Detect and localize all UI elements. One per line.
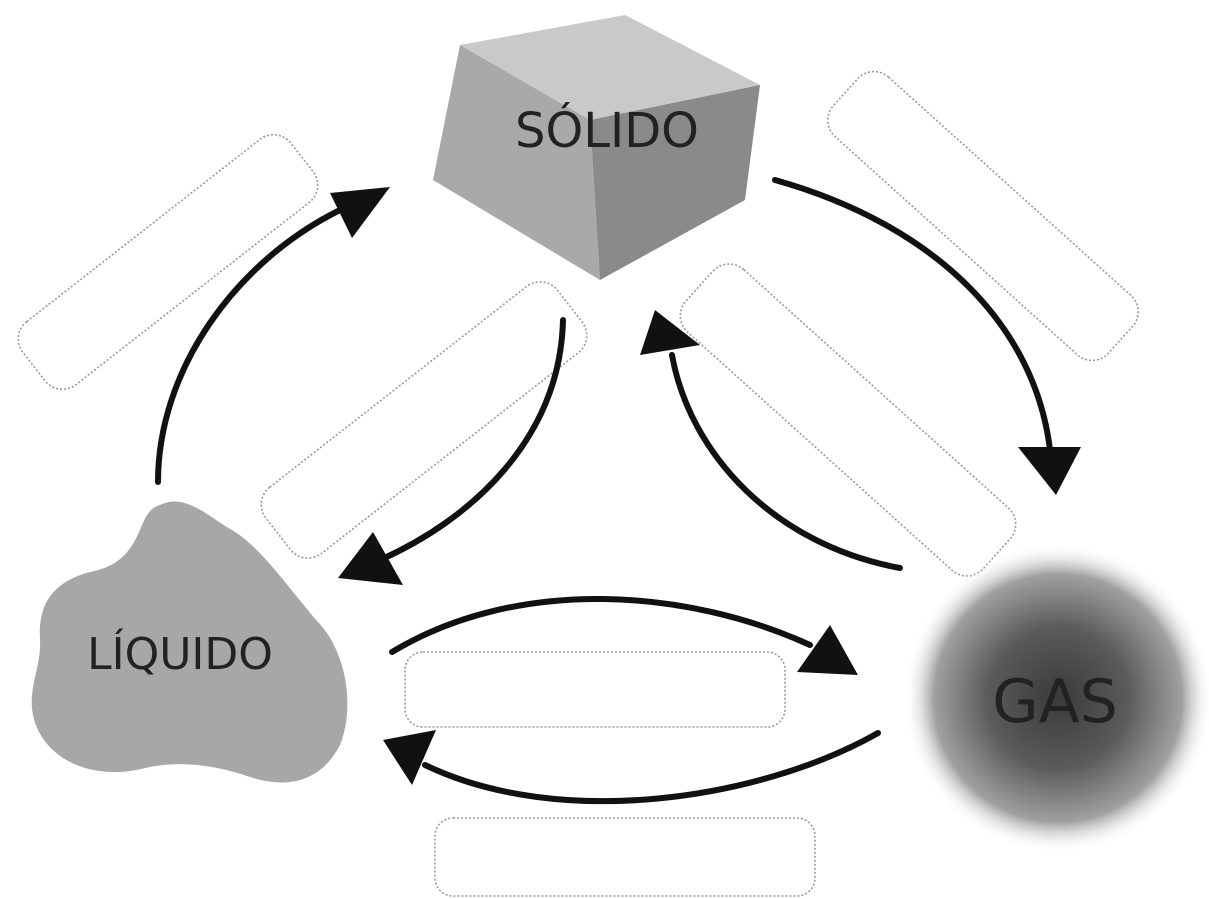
- arrow-gas-to-solid-line: [669, 352, 903, 571]
- arrow-gas-to-liquid-head: [383, 730, 436, 785]
- arrow-solid-to-gas-line: [772, 177, 1053, 453]
- blank-box-solid-to-gas[interactable]: [819, 62, 1147, 369]
- arrow-liquid-to-solid-head: [330, 187, 390, 238]
- liquid-blob: LÍQUIDO: [31, 501, 348, 783]
- cube-top-face: [460, 15, 760, 120]
- arrow-liquid-to-gas-line: [389, 596, 813, 655]
- cube-left-face: [433, 45, 600, 280]
- arrow-liquid-to-solid-line: [155, 207, 343, 485]
- arrow-solid-to-liquid-head: [338, 532, 403, 585]
- gas-cloud: GAS: [903, 543, 1209, 853]
- blank-box-gas-to-liquid[interactable]: [434, 817, 816, 897]
- gas-label: GAS: [992, 667, 1118, 737]
- liquid-label: LÍQUIDO: [87, 627, 273, 680]
- blank-box-liquid-to-solid[interactable]: [9, 126, 326, 398]
- arrow-gas-to-solid-head: [640, 310, 700, 355]
- arrow-solid-to-liquid-line: [377, 317, 566, 563]
- solid-cube: SÓLIDO: [433, 15, 760, 280]
- arrow-gas-to-liquid-line: [422, 730, 881, 805]
- solid-label: SÓLIDO: [515, 102, 699, 159]
- blank-box-liquid-to-gas[interactable]: [404, 651, 786, 728]
- arrow-liquid-to-gas-head: [797, 625, 858, 675]
- blank-box-solid-to-liquid[interactable]: [252, 273, 595, 567]
- arrow-solid-to-gas-head: [1018, 447, 1081, 495]
- blank-box-gas-to-solid[interactable]: [671, 255, 1024, 585]
- cube-right-face: [590, 85, 760, 280]
